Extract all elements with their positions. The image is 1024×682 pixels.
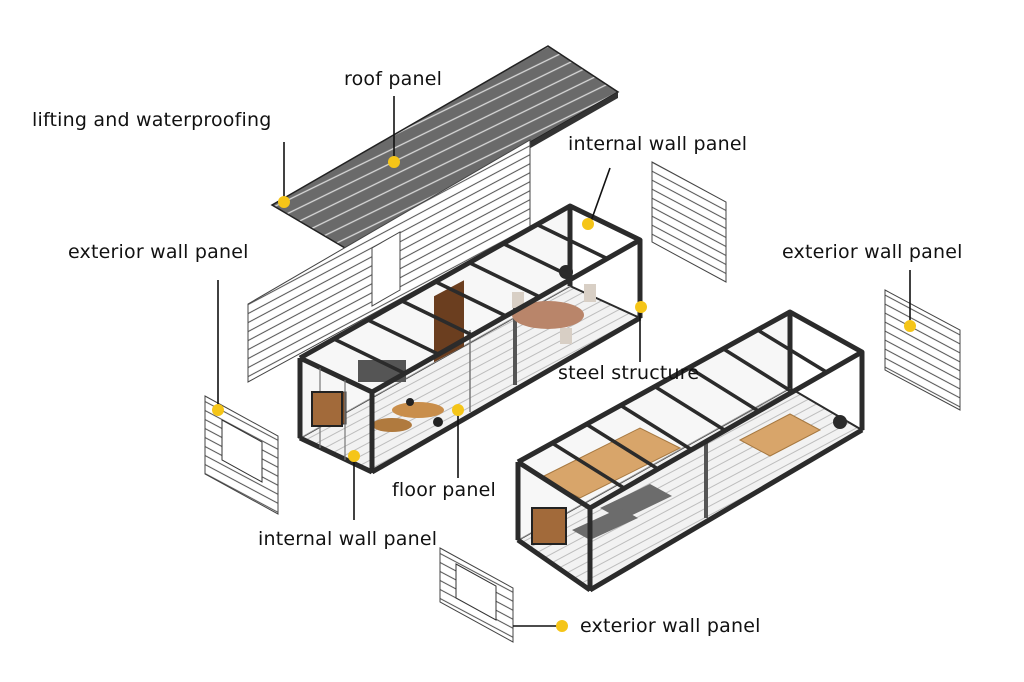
- label-exterior-wall-panel-bottom: exterior wall panel: [580, 615, 761, 637]
- marker-internal-wall-bottom: [348, 450, 360, 462]
- marker-roof-panel: [388, 156, 400, 168]
- exterior-wall-panel-right-part: [884, 289, 961, 411]
- marker-floor-panel: [452, 404, 464, 416]
- leader-lines: [217, 96, 911, 627]
- marker-steel-structure: [635, 301, 647, 313]
- marker-exterior-bottom: [556, 620, 568, 632]
- label-internal-wall-panel-bottom: internal wall panel: [258, 528, 438, 550]
- marker-internal-wall-top: [582, 218, 594, 230]
- label-exterior-wall-panel-left: exterior wall panel: [68, 241, 249, 263]
- upper-module: [297, 203, 643, 475]
- exterior-wall-panel-bottom-part: [439, 547, 514, 643]
- exterior-wall-panel-left-part: [204, 395, 279, 515]
- lower-module: [515, 309, 865, 593]
- label-steel-structure: steel structure: [558, 362, 700, 384]
- markers: [212, 156, 916, 632]
- marker-exterior-left: [212, 404, 224, 416]
- marker-exterior-right: [904, 320, 916, 332]
- label-internal-wall-panel-top: internal wall panel: [568, 133, 748, 155]
- label-lifting-waterproofing: lifting and waterproofing: [32, 109, 272, 131]
- label-floor-panel: floor panel: [392, 479, 496, 501]
- label-exterior-wall-panel-right: exterior wall panel: [782, 241, 963, 263]
- label-roof-panel: roof panel: [344, 68, 443, 90]
- internal-wall-panel-top-part: [651, 161, 727, 283]
- marker-lifting: [278, 196, 290, 208]
